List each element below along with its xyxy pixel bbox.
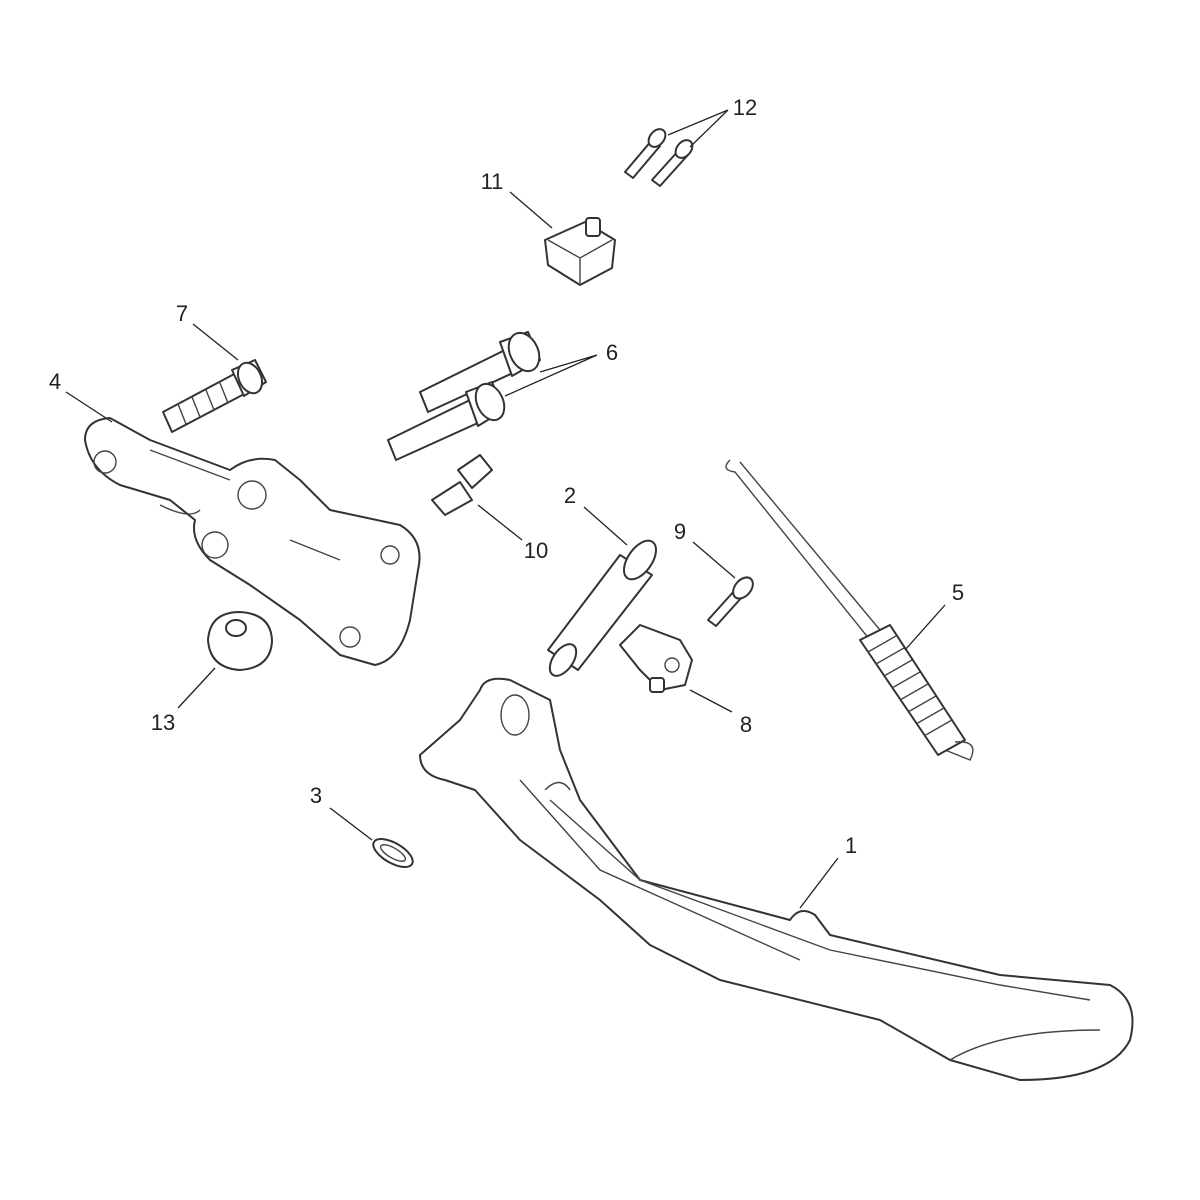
callout-7: 7 <box>176 301 188 326</box>
part-9-screw <box>707 576 754 627</box>
callout-13: 13 <box>151 710 175 735</box>
callout-4: 4 <box>49 369 61 394</box>
part-4-bracket <box>84 417 421 666</box>
callout-10: 10 <box>524 538 548 563</box>
part-6-bolts <box>387 331 541 461</box>
callout-3: 3 <box>310 783 322 808</box>
callout-11: 11 <box>481 169 504 194</box>
callout-1: 1 <box>845 833 857 858</box>
callout-2: 2 <box>564 483 576 508</box>
part-1-side-stand <box>419 677 1134 1081</box>
callout-8: 8 <box>740 712 752 737</box>
part-11-block <box>544 217 616 286</box>
callout-9: 9 <box>674 519 686 544</box>
callout-5: 5 <box>952 580 964 605</box>
part-13-cap <box>207 611 273 671</box>
leader-lines <box>65 109 946 909</box>
part-2-pin <box>547 539 657 677</box>
callout-12: 12 <box>733 95 757 120</box>
part-3-clip <box>372 838 414 868</box>
part-8-lever <box>619 624 693 693</box>
part-5-spring <box>725 459 974 761</box>
part-7-bolt <box>162 359 267 433</box>
callout-6: 6 <box>606 340 618 365</box>
part-12-screws <box>624 128 694 187</box>
part-10-stud <box>431 454 493 516</box>
